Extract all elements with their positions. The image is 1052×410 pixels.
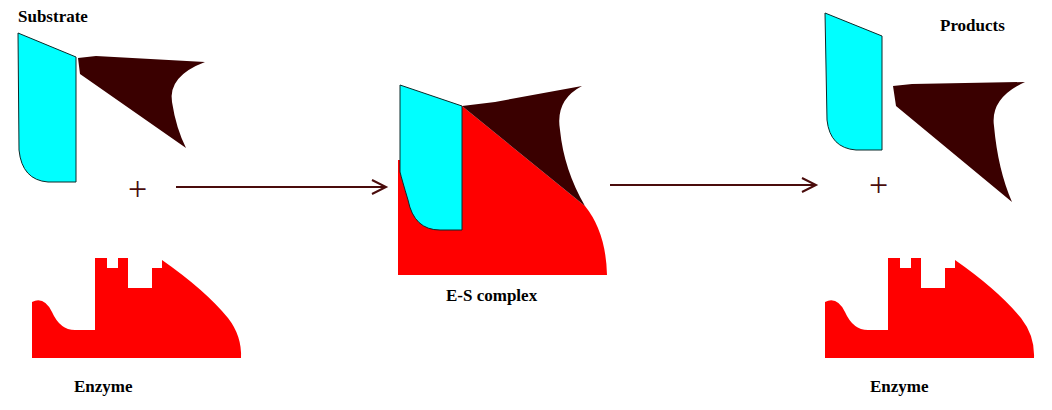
substrate-part-a xyxy=(18,33,76,182)
enzyme-shape xyxy=(825,258,1034,358)
product-a xyxy=(825,13,882,150)
part-label: E-S complex xyxy=(446,287,537,306)
plus-sign: + xyxy=(128,170,147,207)
plus-sign: + xyxy=(869,166,888,203)
part-label: Enzyme xyxy=(870,378,929,397)
complex-substrate-b xyxy=(462,86,585,206)
part-label: Substrate xyxy=(18,8,88,27)
product-b xyxy=(893,82,1025,202)
part-label: Products xyxy=(940,17,1005,36)
part-label: Enzyme xyxy=(74,378,133,397)
substrate-part-b xyxy=(78,56,205,148)
enzyme-shape xyxy=(32,258,241,358)
reaction-arrow xyxy=(610,178,816,192)
reaction-arrow xyxy=(176,180,386,194)
complex-substrate-a xyxy=(400,85,462,230)
